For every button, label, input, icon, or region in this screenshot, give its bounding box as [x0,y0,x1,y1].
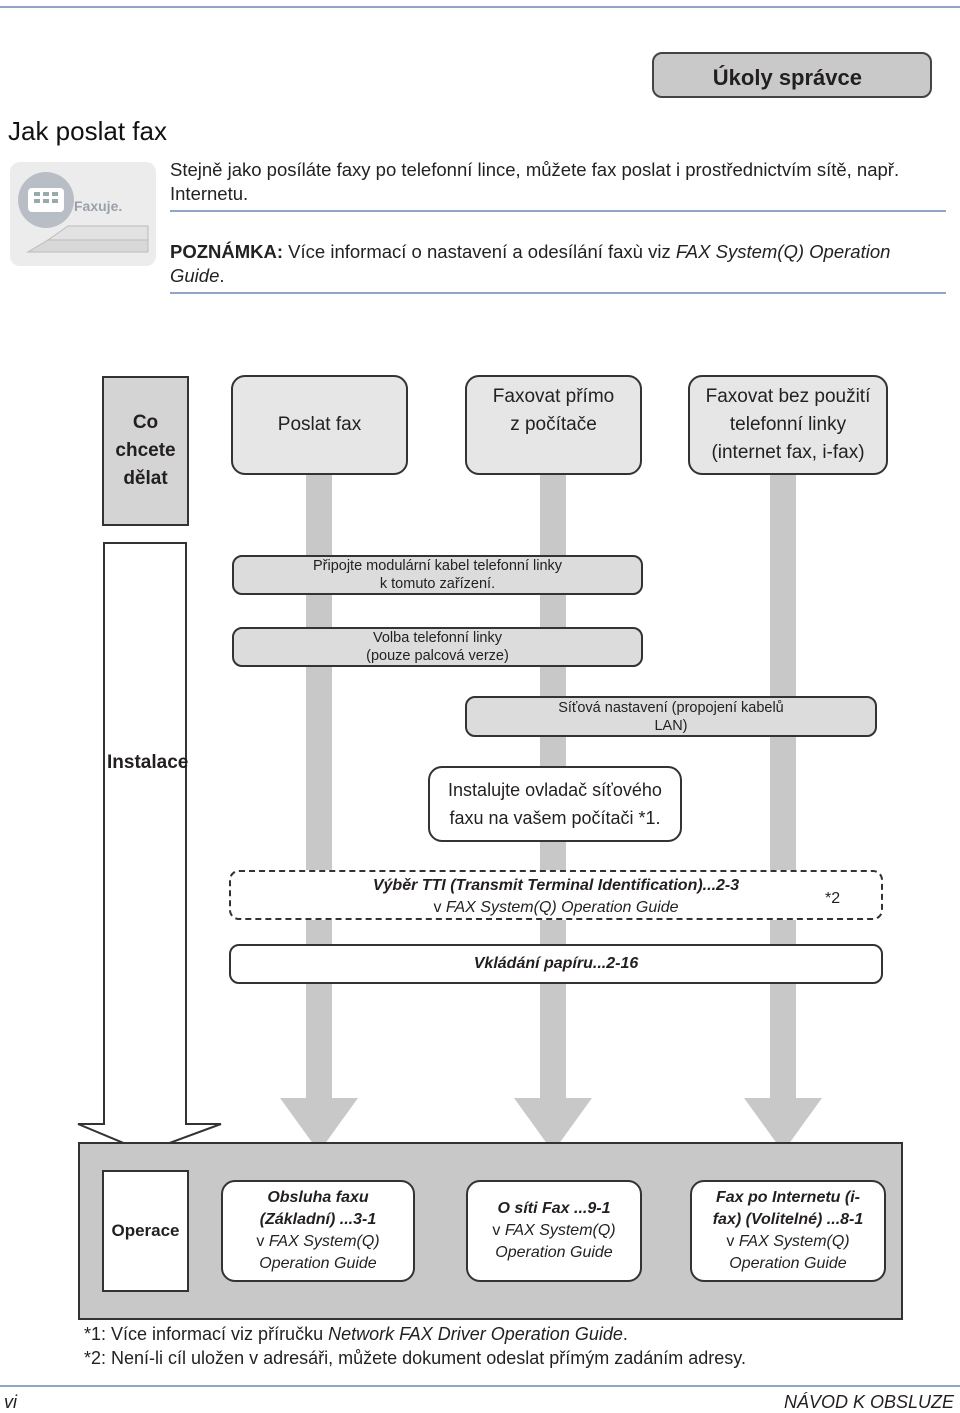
arrowhead-3 [744,1098,822,1152]
option-send-fax-label: Poslat fax [277,414,362,435]
op-basic: Obsluha faxu (Základní) ...3-1 v FAX Sys… [221,1180,415,1282]
step-driver-l2: faxu na vašem počítači *1. [449,808,661,828]
fax-machine-icon [10,162,156,266]
op3-l3ref: FAX System(Q) [738,1233,850,1250]
intro-rule [170,210,946,212]
option-ifax-l1: Faxovat bez použití [705,386,871,407]
page-title: Jak poslat fax [8,116,167,146]
note-paragraph: POZNÁMKA: Více informací o nastavení a o… [170,240,950,288]
footer-manual-title: NÁVOD K OBSLUZE [783,1392,954,1412]
tti-v: v [433,899,446,916]
option-ifax-l2: telefonní linky [729,414,847,435]
note-label: POZNÁMKA: [170,241,284,262]
step-lan-l2: LAN) [654,717,688,734]
flow-bar-3 [770,470,796,1100]
illustration-caption: Faxuje. [74,198,123,214]
note-text: Více informací o nastavení a odesílání f… [283,241,676,262]
arrowhead-1 [280,1098,358,1152]
op3-l3: v [726,1233,739,1250]
option-internet-fax: Faxovat bez použití telefonní linky (int… [688,375,888,475]
option-send-fax: Poslat fax [231,375,408,475]
op3-l1: Fax po Internetu (i- [716,1189,860,1206]
op1-l2: (Základní) ...3-1 [259,1211,377,1228]
note-rule [170,292,946,294]
op1-l4: Operation Guide [259,1255,377,1272]
option-pc-fax-l1: Faxovat přímo [492,386,615,407]
fax-illustration: Faxuje. [8,160,158,268]
paper-label: Vkládání papíru...2-16 [473,955,639,972]
intro-paragraph: Stejně jako posíláte faxy po telefonní l… [170,158,950,206]
note-ref2: Guide [170,265,220,286]
option-pc-fax-l2: z počítače [510,414,597,435]
op2-l2: v [492,1222,505,1239]
option-pc-fax: Faxovat přímo z počítače [465,375,642,475]
note-end: . [219,265,225,286]
fn1-text: *1: Více informací viz příručku [84,1324,329,1344]
step-cable: Připojte modulární kabel telefonní linky… [232,555,643,595]
op3-l4: Operation Guide [729,1255,847,1272]
step-lan-l1: Síťová nastavení (propojení kabelů [558,699,784,716]
op-internet: Fax po Internetu (i- fax) (Volitelné) ..… [690,1180,886,1282]
op1-l1: Obsluha faxu [267,1189,369,1206]
intro-line2: Internetu. [170,183,249,204]
step-cable-l1: Připojte modulární kabel telefonní linky [312,558,563,574]
footer-page-number: vi [4,1392,17,1412]
row-label-what: Co chcete dělat [102,376,189,526]
op2-l1: O síti Fax ...9-1 [497,1200,611,1217]
fn1-ref: Network FAX Driver Operation Guide [328,1324,623,1344]
step-paper: Vkládání papíru...2-16 [229,944,883,984]
arrowhead-2 [514,1098,592,1152]
row-label-install: Instalace [107,752,189,773]
footnote-2: *2: Není-li cíl uložen v adresáři, můžet… [84,1348,746,1368]
row-label-operation: Operace [102,1170,189,1292]
step-line-l2: (pouze palcová verze) [366,648,509,664]
op1-l3: v [256,1233,269,1250]
note-ref: FAX System(Q) Operation [675,241,891,262]
intro-line1: Stejně jako posíláte faxy po telefonní l… [170,159,900,180]
operation-label: Operace [111,1221,180,1240]
op2-l2ref: FAX System(Q) [504,1222,616,1239]
row-what-l3: dělat [123,468,168,489]
fn1-end: . [622,1324,628,1344]
top-rule [0,6,960,8]
step-cable-l2: k tomuto zařízení. [379,576,496,592]
step-driver-l1: Instalujte ovladač síťového [448,780,662,800]
footer-rule [0,1385,960,1387]
tti-ref: FAX System(Q) Operation Guide [445,899,679,916]
op2-l3: Operation Guide [495,1244,613,1261]
row-what-l1: Co [132,412,159,433]
section-tab: Úkoly správce [652,52,932,98]
footnote-1: *1: Více informací viz příručku Network … [84,1324,628,1345]
tti-title: Výběr TTI (Transmit Terminal Identificat… [372,877,740,894]
op3-l2: fax) (Volitelné) ...8-1 [712,1211,864,1228]
step-driver: Instalujte ovladač síťového faxu na vaše… [428,766,682,842]
op1-l3ref: FAX System(Q) [268,1233,380,1250]
op-network: O síti Fax ...9-1 v FAX System(Q) Operat… [466,1180,642,1282]
step-line-select: Volba telefonní linky (pouze palcová ver… [232,627,643,667]
step-tti: Výběr TTI (Transmit Terminal Identificat… [229,870,883,920]
step-lan: Síťová nastavení (propojení kabelů LAN) [465,696,877,737]
option-ifax-l3: (internet fax, i-fax) [711,442,865,463]
row-what-l2: chcete [115,440,176,461]
tti-footnote-mark: *2 [825,890,841,907]
step-line-l1: Volba telefonní linky [373,630,502,646]
